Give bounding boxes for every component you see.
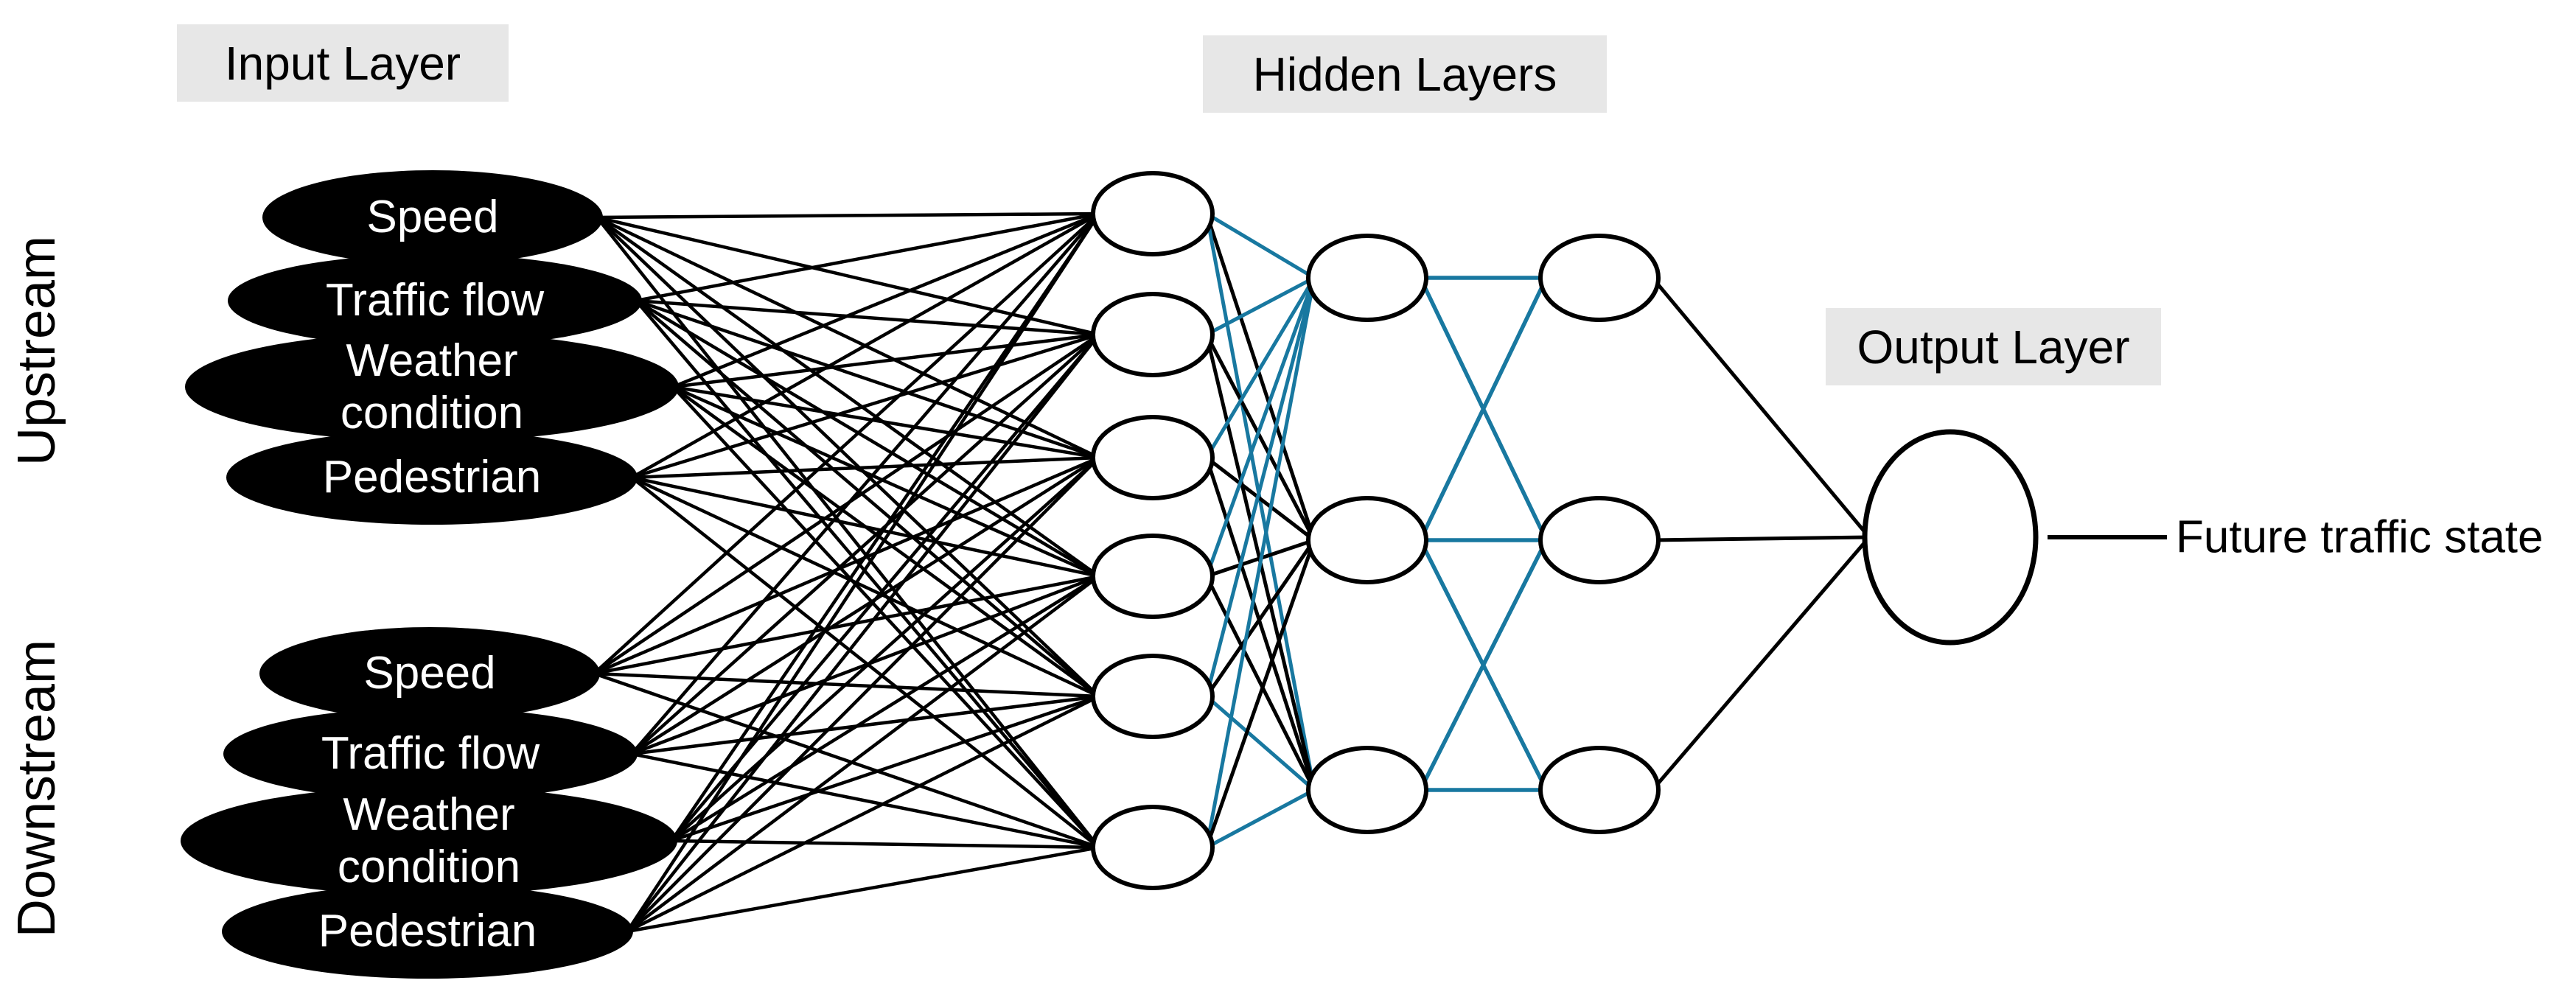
edge [672, 332, 1100, 389]
edge [1418, 276, 1549, 542]
edge [670, 456, 1100, 842]
input-node: Speed [259, 627, 600, 720]
edge [631, 475, 1100, 699]
edge [630, 212, 1100, 479]
edge [630, 333, 1100, 755]
edge [630, 456, 1100, 755]
edge [1204, 539, 1316, 698]
edge [1204, 539, 1316, 848]
edge [596, 216, 1100, 849]
input-node-label: Speed [366, 192, 499, 243]
edge [1204, 277, 1316, 697]
edge [1205, 695, 1316, 791]
hidden2-node [1306, 234, 1428, 322]
output-node [1862, 429, 2039, 646]
edge [1418, 539, 1549, 791]
edge [596, 215, 1100, 337]
edge [1205, 211, 1316, 280]
input-node: Pedestrian [226, 430, 638, 525]
edge [593, 212, 1100, 675]
edge [635, 299, 1100, 849]
edge [631, 694, 1100, 756]
input-node-label: Weather condition [337, 789, 521, 892]
edge [631, 332, 1100, 480]
hidden3-node [1538, 234, 1661, 322]
edge [626, 575, 1100, 933]
edge [593, 455, 1100, 676]
input-node: Pedestrian [222, 884, 633, 979]
edge [626, 694, 1100, 934]
edge [1204, 457, 1316, 791]
input-node: Weather condition [185, 332, 679, 441]
edge [635, 211, 1100, 303]
input-layer-label: Input Layer [177, 24, 509, 102]
edge [1204, 213, 1316, 541]
hidden3-node [1538, 496, 1661, 584]
hidden1-node [1091, 415, 1215, 500]
hidden1-node [1091, 534, 1215, 619]
input-node: Traffic flow [223, 707, 638, 800]
edge [626, 456, 1100, 933]
edge [635, 299, 1100, 578]
edge [670, 575, 1100, 842]
edge [631, 475, 1100, 578]
input-node-label: Traffic flow [321, 728, 540, 780]
edge [596, 211, 1100, 220]
edge [1204, 277, 1316, 577]
input-node: Traffic flow [228, 254, 642, 347]
edge [630, 212, 1100, 755]
input-node-label: Weather condition [340, 335, 524, 438]
hidden1-node [1091, 292, 1215, 377]
input-node-label: Pedestrian [322, 452, 542, 503]
edge [635, 299, 1100, 698]
edge [671, 385, 1100, 698]
edge [593, 574, 1100, 676]
hidden1-node [1091, 654, 1215, 739]
edge [1204, 575, 1316, 791]
edge [672, 385, 1100, 460]
edge [1205, 456, 1316, 542]
downstream-group-label: Downstream [7, 639, 66, 938]
edge [672, 211, 1100, 389]
edge [626, 333, 1100, 933]
future-traffic-state-label: Future traffic state [2176, 511, 2544, 563]
edge [630, 476, 1100, 849]
hidden2-node [1306, 496, 1428, 584]
input-node-label: Pedestrian [318, 906, 537, 957]
edge [1205, 788, 1316, 850]
edge [1204, 277, 1316, 848]
edge [596, 215, 1100, 460]
output-layer-label: Output Layer [1826, 308, 2161, 385]
edge [596, 216, 1100, 578]
input-node-label: Traffic flow [325, 275, 545, 326]
edge [1652, 535, 1870, 542]
edge [1204, 213, 1316, 791]
edge [670, 212, 1100, 842]
upstream-group-label: Upstream [7, 235, 66, 466]
hidden-layers-label: Hidden Layers [1203, 35, 1607, 113]
input-node-label: Speed [363, 648, 496, 699]
edge [1651, 276, 1871, 539]
edge [1651, 536, 1871, 791]
edge [671, 839, 1100, 850]
edge [626, 845, 1100, 934]
edge [1205, 276, 1316, 337]
edge [1204, 276, 1316, 459]
hidden2-node [1306, 746, 1428, 834]
input-node: Speed [262, 170, 603, 265]
input-node: Weather condition [181, 786, 677, 895]
edge [1204, 333, 1316, 542]
edge [596, 216, 1100, 698]
hidden1-node [1091, 805, 1215, 890]
hidden1-node [1091, 171, 1215, 256]
edge [672, 385, 1100, 578]
hidden3-node [1538, 746, 1661, 834]
edge [631, 752, 1100, 850]
edge [626, 212, 1100, 933]
edge [631, 455, 1100, 480]
